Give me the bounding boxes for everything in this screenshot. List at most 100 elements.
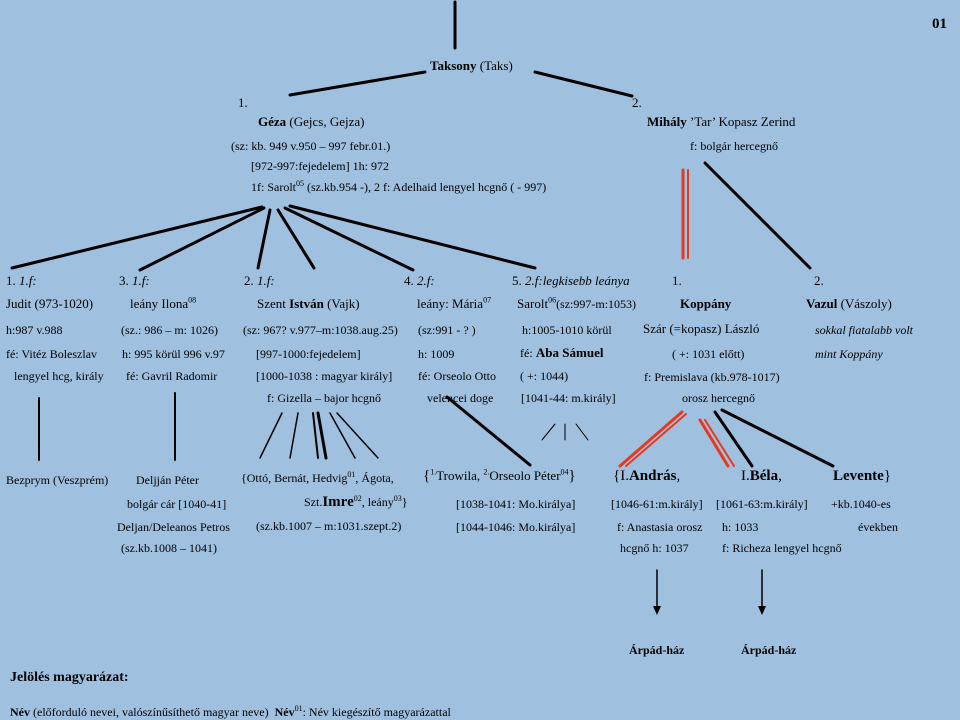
maria-name: leány: Mária07: [417, 295, 492, 311]
node-vazul: Vazul (Vászoly): [806, 296, 892, 311]
sarolt-index: 5. 2.f:legkisebb leánya: [512, 273, 630, 288]
line-koppany-levente: [720, 408, 835, 468]
mihaly-wife: f: bolgár hercegnő: [690, 139, 778, 153]
koppany-line2: ( +: 1031 előtt): [672, 347, 745, 361]
geza-wife1: 1f: Sarolt: [251, 180, 296, 194]
vazul-name: Vazul: [806, 296, 838, 311]
sarolt-line1: h:1005-1010 körül: [522, 323, 612, 337]
node-mihaly: Mihály ’Tar’ Kopasz Zerind: [647, 114, 795, 130]
judit-line1: h:987 v.988: [6, 323, 63, 337]
imre-name: Imre: [322, 494, 354, 510]
line-geza-sarolt: [288, 204, 537, 270]
koppany-line4: orosz hercegnő: [682, 391, 755, 405]
line-mihaly-vazul: [703, 161, 812, 270]
peter-line1: [1038-1041: Mo.királya]: [456, 497, 576, 511]
bela-line3: f: Richeza lengyel hcgnő: [722, 541, 842, 555]
geza-dates: (sz: kb. 949 v.950 – 997 febr.01.): [231, 139, 391, 153]
geza-alt: (Gejcs, Gejza): [289, 114, 365, 129]
geza-name: Géza: [258, 114, 287, 129]
mihaly-name: Mihály: [647, 114, 687, 129]
levente-line2: években: [858, 520, 898, 534]
maria-index: 4. 2.f:: [404, 273, 435, 288]
bela-line1: [1061-63:m.király]: [716, 497, 808, 511]
deljan-line4: (sz.kb.1008 – 1041): [121, 541, 217, 555]
line-maria-peter: [445, 395, 532, 467]
geza-wives: 1f: Sarolt05 (sz.kb.954 -), 2 f: Adelhai…: [251, 179, 547, 195]
line-taksony-geza: [288, 70, 427, 97]
geza-wife2: 2 f: Adelhaid: [373, 180, 437, 194]
line-geza-istvan-2: [276, 208, 316, 270]
peter-name: Orseolo Péter: [489, 468, 561, 483]
line-geza-maria: [283, 206, 415, 272]
line-geza-istvan: [256, 208, 272, 270]
arpad-haz-andras: Árpád-ház: [629, 643, 685, 657]
sarolt-name: Sarolt06(sz:997-m:1053): [517, 295, 637, 311]
sarolt-line2: ( +: 1044): [520, 369, 569, 383]
istvan-children-line2: Szt.Imre02, leány03}: [304, 494, 408, 510]
line-koppany-bela-b: [704, 419, 735, 467]
deljan-line2: bolgár cár [1040-41]: [127, 497, 227, 511]
arrowhead-andras: [653, 606, 661, 615]
ilona-name: leány Ilona08: [130, 295, 197, 311]
legend-name-label: Név: [10, 705, 30, 719]
andras-name: András: [628, 468, 677, 484]
ilona-line3: fé: Gavril Radomir: [126, 369, 218, 383]
node-geza: Géza (Gejcs, Gejza): [258, 114, 364, 130]
andras-line3: hcgnő h: 1037: [620, 541, 689, 555]
line-geza-ilona: [138, 206, 266, 272]
geza-reign: [972-997:fejedelem] 1h: 972: [251, 159, 389, 173]
sarolt-spouse: fé: Aba Sámuel: [520, 345, 604, 360]
sarolt-line3: [1041-44: m.király]: [521, 391, 616, 405]
istvan-children-line3: (sz.kb.1007 – m:1031.szept.2): [256, 519, 402, 533]
line-geza-judit: [10, 205, 264, 270]
vazul-line1: sokkal fiatalabb volt: [815, 323, 913, 337]
levente-name: Levente: [833, 468, 884, 484]
vazul-line2: mint Koppány: [815, 347, 883, 361]
bela-name: Béla: [749, 468, 779, 484]
node-levente: Levente}: [833, 468, 892, 484]
koppany-line3: f: Premislava (kb.978-1017): [644, 370, 780, 384]
node-istvan: Szent István (Vajk): [257, 296, 360, 311]
deljan-line1: Deljján Péter: [136, 473, 199, 487]
koppany-line1: Szár (=kopasz) László: [643, 321, 760, 336]
vazul-index: 2.: [814, 273, 824, 288]
judit-index: 1. 1.f:: [6, 273, 37, 288]
node-peter: {1.Trowila, 2.Orseolo Péter04}: [423, 467, 576, 484]
istvan-line1: (sz: 967? v.977–m:1038.aug.25): [243, 323, 398, 337]
istvan-line3: [1000-1038 : magyar király]: [256, 369, 393, 383]
judit-line3: lengyel hcg, király: [14, 369, 104, 383]
istvan-children-line1: {Ottó, Bernát, Hedvig01, Ágota,: [241, 470, 394, 486]
judit-name: Judit (973-1020): [6, 296, 94, 311]
andras-line1: [1046-61:m.király]: [611, 497, 703, 511]
andras-line2: f: Anastasia orosz: [617, 520, 703, 534]
line-taksony-mihaly: [533, 70, 634, 98]
geza-index: 1.: [238, 95, 248, 110]
mihaly-index: 2.: [632, 95, 642, 110]
node-andras: {I.András,: [613, 468, 681, 484]
istvan-index: 2. 1.f:: [244, 273, 275, 288]
koppany-index: 1.: [672, 273, 682, 288]
maria-line4: velencei doge: [427, 391, 494, 405]
arrowhead-bela: [758, 606, 766, 615]
ilona-line2: h: 995 körül 996 v.97: [122, 347, 225, 361]
aba-samuel-name: Aba Sámuel: [535, 345, 604, 360]
deljan-line3: Deljan/Deleanos Petros: [117, 520, 230, 534]
maria-line3: fé: Orseolo Otto: [418, 369, 496, 383]
page-number: 01: [932, 16, 947, 32]
istvan-line2: [997-1000:fejedelem]: [256, 347, 361, 361]
ilona-line1: (sz.: 986 – m: 1026): [121, 323, 218, 337]
taksony-alt: (Taks): [479, 58, 513, 73]
judit-line2: fé: Vitéz Boleszlav: [6, 347, 98, 361]
maria-line2: h: 1009: [418, 347, 455, 361]
bezprym: Bezprym (Veszprém): [6, 473, 109, 487]
legend-line: Név (előforduló nevei, valószínűsíthető …: [10, 704, 451, 720]
istvan-name: István: [289, 296, 324, 311]
levente-line1: +kb.1040-es: [831, 497, 891, 511]
node-bela: I.Béla,: [741, 468, 782, 484]
peter-line2: [1044-1046: Mo.királya]: [456, 520, 576, 534]
taksony-name: Taksony: [430, 58, 477, 73]
line-koppany-andras-a: [618, 410, 684, 468]
line-koppany-andras-b: [625, 413, 687, 467]
bela-line2: h: 1033: [722, 520, 759, 534]
